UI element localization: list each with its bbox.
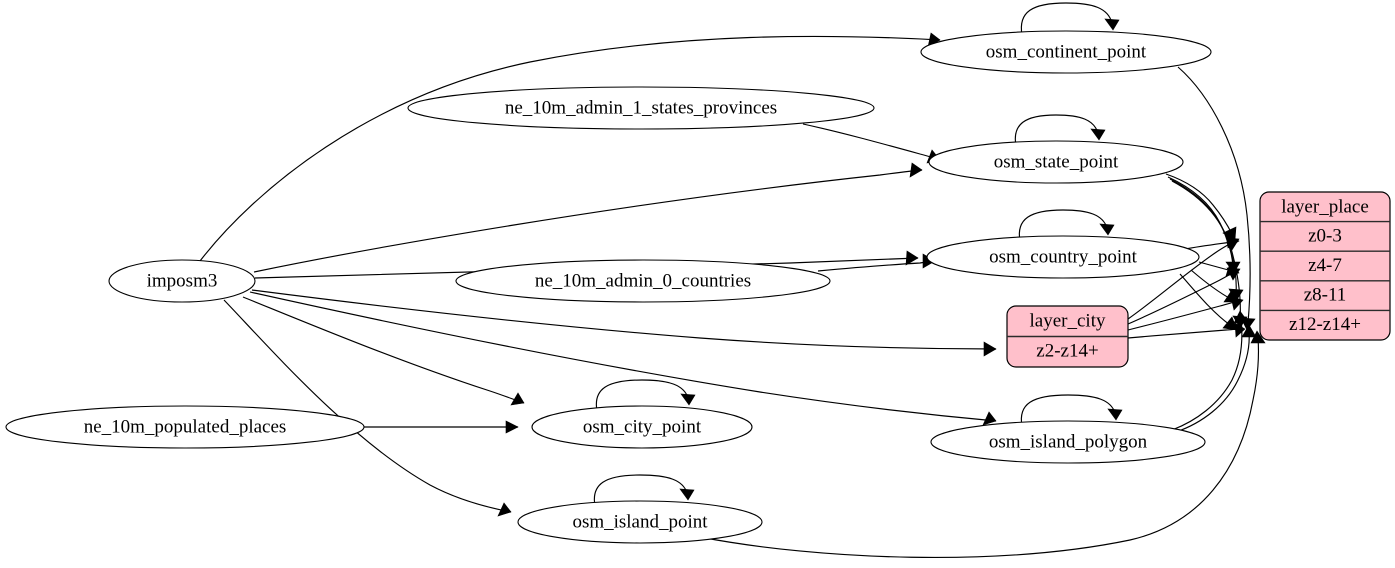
edge-imposm3-osm_continent_point xyxy=(199,32,941,262)
self-loop-osm_continent_point xyxy=(1020,2,1120,36)
node-osm_state_point[interactable]: osm_state_point xyxy=(928,140,1184,184)
node-imposm3[interactable]: imposm3 xyxy=(108,259,256,303)
node-osm_island_polygon[interactable]: osm_island_polygon xyxy=(930,420,1206,464)
node-label-osm-continent-point: osm_continent_point xyxy=(986,41,1147,62)
node-label-ne-countries: ne_10m_admin_0_countries xyxy=(535,270,751,291)
edge-imposm3-osm_island_polygon xyxy=(249,291,997,426)
node-ne_10m_admin_1_states_provinces[interactable]: ne_10m_admin_1_states_provinces xyxy=(407,86,875,130)
node-osm_city_point[interactable]: osm_city_point xyxy=(531,405,753,449)
layer_city-row-z2-z14plus[interactable]: z2-z14+ xyxy=(1036,340,1098,361)
node-label-ne-states: ne_10m_admin_1_states_provinces xyxy=(505,97,777,118)
node-ne_10m_populated_places[interactable]: ne_10m_populated_places xyxy=(5,405,365,449)
edge-ne_states-osm_state_point xyxy=(802,123,941,164)
edge-osm_island_point-layer_place-z12-z14 xyxy=(699,330,1266,558)
self-loop-osm_state_point xyxy=(1014,114,1106,147)
self-loop-osm_island_point xyxy=(593,474,695,507)
layer_place-header: layer_place xyxy=(1281,196,1369,217)
edge-imposm3-osm_island_point xyxy=(223,299,512,517)
node-osm_continent_point[interactable]: osm_continent_point xyxy=(920,30,1212,74)
edge-layer_city-layer_place-z0-3 xyxy=(1127,237,1240,320)
node-label-osm-state-point: osm_state_point xyxy=(994,151,1119,172)
edge-osm_country_point-layer_place-z12-z14 xyxy=(1179,273,1238,331)
layer_place-row-z8-11[interactable]: z8-11 xyxy=(1304,284,1347,305)
edge-imposm3-layer_city xyxy=(251,289,997,357)
edge-imposm3-osm_state_point xyxy=(253,162,923,273)
edge-ne_populated-osm_city_point xyxy=(364,420,519,434)
node-layer_city[interactable]: layer_city z2-z14+ xyxy=(1006,305,1129,368)
layer_place-row-z4-7[interactable]: z4-7 xyxy=(1308,255,1342,276)
self-loop-osm_island_polygon xyxy=(1020,394,1123,427)
edge-imposm3-osm_city_point xyxy=(242,296,525,406)
node-osm_country_point[interactable]: osm_country_point xyxy=(926,235,1200,279)
edge-layer_city-layer_place-z8-11 xyxy=(1127,296,1244,331)
node-layer: imposm3 ne_10m_admin_1_states_provinces … xyxy=(5,30,1391,544)
layer_place-row-z12-z14plus[interactable]: z12-z14+ xyxy=(1289,314,1361,335)
node-label-ne-populated: ne_10m_populated_places xyxy=(84,416,287,437)
node-label-imposm3: imposm3 xyxy=(147,270,218,291)
layer_city-header: layer_city xyxy=(1030,310,1106,331)
node-osm_island_point[interactable]: osm_island_point xyxy=(517,500,763,544)
edge-osm_island_polygon-layer_place-z12-z14 xyxy=(1175,324,1257,433)
node-label-osm-city-point: osm_city_point xyxy=(583,416,702,437)
node-label-osm-island-point: osm_island_point xyxy=(572,511,708,532)
edge-layer_city-layer_place-z12-z14 xyxy=(1127,322,1246,339)
self-loop-osm_city_point xyxy=(595,379,696,412)
edge-layer_city-layer_place-z4-7 xyxy=(1127,267,1241,325)
node-label-osm-island-polygon: osm_island_polygon xyxy=(989,431,1148,452)
layer_place-row-z0-3[interactable]: z0-3 xyxy=(1308,225,1342,246)
node-label-osm-country-point: osm_country_point xyxy=(989,246,1137,267)
edge-ne_countries-osm_country_point xyxy=(817,253,936,272)
self-loop-osm_country_point xyxy=(1018,209,1115,242)
node-layer_place[interactable]: layer_place z0-3 z4-7 z8-11 z12-z14+ xyxy=(1259,191,1391,341)
node-ne_10m_admin_0_countries[interactable]: ne_10m_admin_0_countries xyxy=(455,259,831,303)
